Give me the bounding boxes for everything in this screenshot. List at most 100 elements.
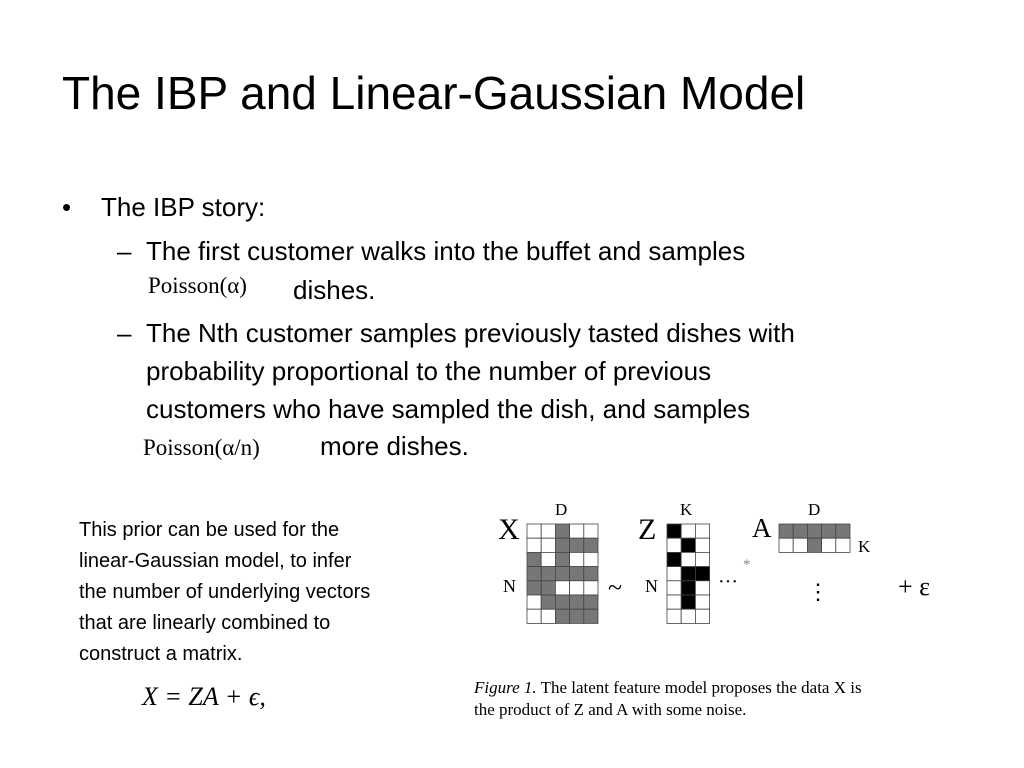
matrix-z-cell (666, 608, 682, 624)
matrix-x-cell (569, 523, 585, 539)
caption-label: Figure 1. (474, 678, 537, 697)
subbullet-2-tail: more dishes. (320, 431, 469, 461)
matrix-x-cell (583, 523, 599, 539)
matrix-x-cell (569, 580, 585, 596)
matrix-z-cell (680, 537, 696, 553)
matrix-x-cell (569, 608, 585, 624)
subbullet-2-marker: – (117, 318, 132, 348)
side-note-line-2: linear-Gaussian model, to infer (79, 550, 352, 572)
matrix-x-cell (540, 594, 556, 610)
matrix-x-cell (583, 580, 599, 596)
matrix-x-cell (583, 537, 599, 553)
matrix-z-cell (694, 608, 710, 624)
matrix-x-cell (569, 537, 585, 553)
matrix-z-cell (694, 566, 710, 582)
horizontal-dots: ··· (718, 571, 738, 593)
matrix-x (526, 523, 599, 624)
matrix-a-cell (821, 537, 837, 553)
matrix-x-cell (526, 537, 542, 553)
matrix-z-cell (666, 523, 682, 539)
matrix-z-cell (680, 580, 696, 596)
matrix-x-cell (569, 594, 585, 610)
matrix-z-cell (666, 537, 682, 553)
matrix-x-cell (569, 566, 585, 582)
plus-epsilon: + ε (898, 572, 930, 601)
matrix-a (778, 523, 851, 553)
label-k-a: K (858, 537, 871, 556)
label-a: A (752, 513, 772, 543)
matrix-a-cell (835, 537, 851, 553)
label-z: Z (638, 513, 656, 546)
matrix-x-cell (540, 552, 556, 568)
matrix-a-cell (835, 523, 851, 539)
subbullet-2-line-2: probability proportional to the number o… (146, 356, 712, 386)
poisson-alpha-n-formula: Poisson(α/n) (143, 435, 260, 460)
tilde-symbol: ~ (608, 573, 622, 602)
matrix-a-cell (792, 537, 808, 553)
side-note: This prior can be used for the linear-Ga… (79, 515, 370, 670)
subbullet-1-line: The first customer walks into the buffet… (146, 236, 746, 266)
label-k-top: K (680, 500, 693, 519)
matrix-x-cell (526, 523, 542, 539)
matrix-z-cell (694, 580, 710, 596)
matrix-x-cell (555, 537, 571, 553)
matrix-x-cell (540, 580, 556, 596)
slide-title: The IBP and Linear-Gaussian Model (62, 67, 806, 119)
subbullet-1-marker: – (117, 236, 132, 266)
matrix-x-cell (555, 608, 571, 624)
label-x: X (498, 513, 520, 546)
subbullet-1-tail: dishes. (293, 275, 376, 305)
matrix-x-cell (540, 537, 556, 553)
matrix-z-cell (694, 523, 710, 539)
matrix-x-cell (526, 580, 542, 596)
matrix-z-cell (694, 594, 710, 610)
matrix-x-cell (526, 594, 542, 610)
bullet-marker: • (62, 192, 72, 222)
matrix-x-cell (540, 566, 556, 582)
matrix-z-cell (680, 608, 696, 624)
poisson-alpha-formula: Poisson(α) (148, 273, 247, 298)
caption-line-1-text: The latent feature model proposes the da… (540, 678, 862, 697)
label-d-a: D (808, 500, 820, 519)
side-note-line-3: the number of underlying vectors (79, 581, 371, 603)
matrix-x-cell (526, 552, 542, 568)
multiply-star: * (743, 557, 751, 573)
vertical-dots: ⋮ (807, 579, 829, 604)
matrix-x-cell (569, 552, 585, 568)
matrix-z-cell (680, 594, 696, 610)
caption-line-2: the product of Z and A with some noise. (474, 700, 747, 719)
figure-caption: Figure 1. The latent feature model propo… (474, 677, 862, 721)
matrix-x-cell (583, 566, 599, 582)
matrix-x-cell (555, 566, 571, 582)
bullet-text: The IBP story: (101, 192, 266, 222)
matrix-x-cell (540, 523, 556, 539)
matrix-x-cell (583, 552, 599, 568)
subbullet-2-line-1: The Nth customer samples previously tast… (146, 318, 795, 348)
matrix-a-cell (806, 537, 822, 553)
side-note-line-1: This prior can be used for the (79, 519, 340, 541)
matrix-x-cell (526, 566, 542, 582)
matrix-a-cell (792, 523, 808, 539)
label-n-z: N (645, 576, 658, 596)
side-note-line-5: construct a matrix. (79, 643, 243, 665)
model-equation: X = ZA + ϵ, (142, 682, 266, 711)
matrix-x-cell (526, 608, 542, 624)
matrix-x-cell (540, 608, 556, 624)
matrix-a-cell (806, 523, 822, 539)
matrix-z-cell (680, 552, 696, 568)
matrix-x-cell (555, 580, 571, 596)
matrix-x-cell (555, 523, 571, 539)
matrix-x-cell (583, 608, 599, 624)
matrix-z-cell (666, 552, 682, 568)
subbullet-2-line-3: customers who have sampled the dish, and… (146, 394, 751, 424)
label-d-top: D (555, 500, 567, 519)
figure-diagram: X D N ~ Z K N ··· * A D K ⋮ + ε (498, 500, 930, 624)
matrix-z-cell (680, 566, 696, 582)
matrix-a-cell (778, 523, 794, 539)
matrix-x-cell (583, 594, 599, 610)
matrix-z (666, 523, 710, 624)
matrix-z-cell (666, 566, 682, 582)
matrix-z-cell (666, 580, 682, 596)
matrix-x-cell (555, 552, 571, 568)
matrix-a-cell (778, 537, 794, 553)
